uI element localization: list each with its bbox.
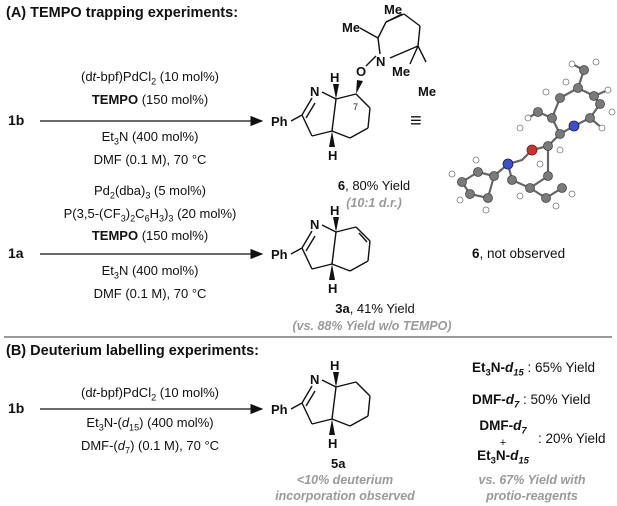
svg-text:N: N — [310, 217, 319, 232]
svg-text:H: H — [328, 281, 337, 296]
svg-text:H: H — [330, 358, 339, 373]
substrate-1a: 1a — [8, 245, 24, 261]
svg-text:Me: Me — [392, 64, 410, 79]
section-a-title: (A) TEMPO trapping experiments: — [6, 5, 239, 21]
svg-text:Ph: Ph — [271, 247, 288, 262]
svg-text:H: H — [328, 436, 337, 451]
product-6-dr: (10:1 d.r.) — [346, 196, 402, 210]
rxn1-conditions-bottom: Et3N (400 mol%) DMF (0.1 M), 70 °C — [93, 129, 207, 167]
result-combined-label: DMF-d7 + Et3N-d15 — [477, 418, 529, 467]
rxn2-conditions-top: Pd2(dba)3 (5 mol%) P(3,5-(CF3)2C6H3)3 (2… — [63, 183, 237, 244]
svg-text:Me: Me — [384, 2, 402, 17]
rxn3-conditions-bottom: Et3N-(d15) (400 mol%) DMF-(d7) (0.1 M), … — [80, 415, 220, 456]
result-combined-yield: : 20% Yield — [538, 431, 606, 446]
section-divider — [4, 336, 612, 338]
svg-text:N: N — [310, 372, 319, 387]
rxn1-conditions-top: (dt-bpf)PdCl2 (10 mol%) TEMPO (150 mol%) — [80, 69, 220, 107]
side-product-note: 6, not observed — [472, 246, 566, 261]
substrate-1b-b: 1b — [8, 400, 25, 416]
svg-text:H: H — [330, 70, 339, 85]
product-6-structure: Ph N H H O 7 N Me — [271, 2, 436, 163]
section-b-title: (B) Deuterium labelling experiments: — [6, 343, 259, 359]
result-et3n-d15: Et3N-d15 : 65% Yield — [472, 360, 596, 379]
deuterium-note: <10% deuterium incorporation observed — [275, 473, 415, 503]
svg-text:Ph: Ph — [271, 402, 288, 417]
rxn3-conditions-top: (dt-bpf)PdCl2 (10 mol%) — [80, 385, 220, 403]
ph-label: Ph — [271, 114, 288, 129]
substrate-1b: 1b — [8, 112, 25, 128]
protio-comparison: vs. 67% Yield with protio-reagents — [478, 473, 586, 503]
svg-text:N: N — [376, 54, 385, 69]
svg-text:Me: Me — [418, 84, 436, 99]
svg-text:Me: Me — [342, 20, 360, 35]
svg-text:H: H — [330, 203, 339, 218]
result-dmf-d7: DMF-d7 : 50% Yield — [472, 392, 591, 411]
product-6-caption: 6, 80% Yield — [337, 178, 411, 193]
rxn2-conditions-bottom: Et3N (400 mol%) DMF (0.1 M), 70 °C — [93, 263, 207, 301]
xray-structure-model — [448, 58, 616, 214]
equivalent-symbol: ≡ — [410, 110, 422, 132]
n-label: N — [310, 84, 319, 99]
product-5a-label: 5a — [331, 456, 346, 471]
svg-text:7: 7 — [353, 102, 358, 112]
product-3a-structure: Ph N H H — [271, 203, 371, 296]
svg-text:H: H — [328, 148, 337, 163]
product-3a-caption: 3a, 41% Yield — [335, 301, 415, 316]
product-5a-structure: Ph N H H — [271, 358, 371, 451]
rxn2-comparison: (vs. 88% Yield w/o TEMPO) — [292, 319, 452, 333]
o-label: O — [356, 64, 366, 79]
